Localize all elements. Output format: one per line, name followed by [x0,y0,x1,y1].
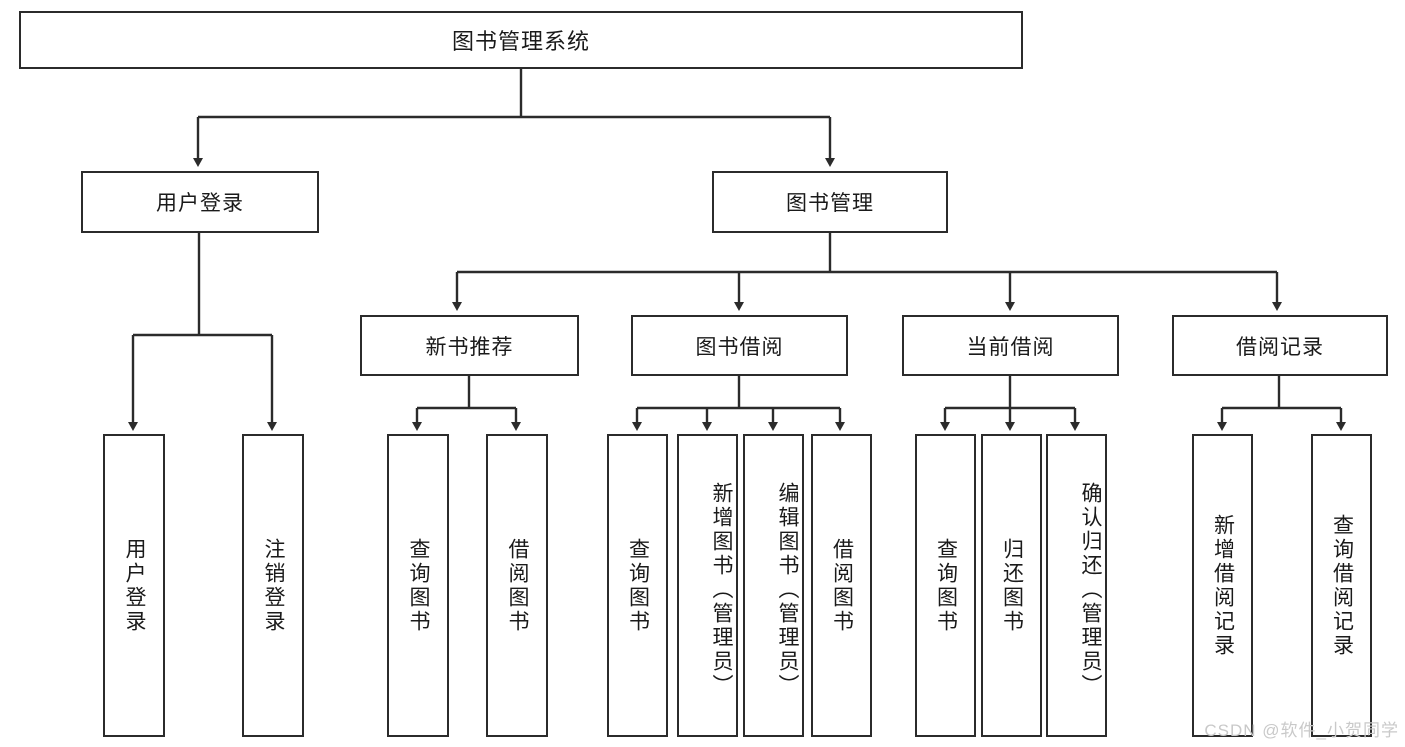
node-book-borrow-label: 图书借阅 [695,335,784,359]
leaf-recommend-borrow-book[interactable]: 借阅图书 [486,434,548,737]
leaf-user-login-logout[interactable]: 注销登录 [242,434,304,737]
leaf-user-login-login[interactable]: 用户登录 [103,434,165,737]
node-book-management-label: 图书管理 [786,192,874,215]
node-book-borrow[interactable]: 图书借阅 [631,315,848,376]
leaf-borrow-add-book-admin[interactable]: 新增图书（管理员） [677,434,738,737]
node-user-login[interactable]: 用户登录 [81,171,319,233]
leaf-label: 归还图书 [1000,537,1024,634]
leaf-recommend-query-book[interactable]: 查询图书 [387,434,449,737]
leaf-label: 用户登录 [123,537,146,634]
leaf-current-query-book[interactable]: 查询图书 [915,434,976,737]
node-borrow-record-label: 借阅记录 [1236,335,1324,359]
leaf-label: 注销登录 [262,537,285,634]
leaf-current-confirm-return-admin[interactable]: 确认归还（管理员） [1046,434,1107,737]
leaf-borrow-query-book[interactable]: 查询图书 [607,434,668,737]
leaf-borrow-edit-book-admin[interactable]: 编辑图书（管理员） [743,434,804,737]
leaf-label: 查询借阅记录 [1330,513,1354,658]
node-current-borrow-label: 当前借阅 [966,335,1055,359]
node-new-book-recommend[interactable]: 新书推荐 [360,315,579,376]
leaf-label: 借阅图书 [506,537,529,634]
leaf-label: 确认归还（管理员） [1079,481,1102,698]
leaf-label: 查询图书 [626,537,650,634]
node-book-management[interactable]: 图书管理 [712,171,948,233]
node-user-login-label: 用户登录 [156,192,244,215]
leaf-label: 新增借阅记录 [1211,513,1235,658]
node-root-label: 图书管理系统 [451,29,590,54]
leaf-label: 新增图书（管理员） [710,481,733,698]
leaf-current-return-book[interactable]: 归还图书 [981,434,1042,737]
node-root[interactable]: 图书管理系统 [19,11,1023,69]
node-current-borrow[interactable]: 当前借阅 [902,315,1119,376]
leaf-record-add-record[interactable]: 新增借阅记录 [1192,434,1253,737]
leaf-borrow-borrow-book[interactable]: 借阅图书 [811,434,872,737]
node-new-book-recommend-label: 新书推荐 [425,335,514,359]
leaf-label: 编辑图书（管理员） [776,481,799,698]
node-borrow-record[interactable]: 借阅记录 [1172,315,1388,376]
leaf-record-query-record[interactable]: 查询借阅记录 [1311,434,1372,737]
leaf-label: 查询图书 [934,537,958,634]
leaf-label: 查询图书 [407,537,430,634]
leaf-label: 借阅图书 [830,537,854,634]
